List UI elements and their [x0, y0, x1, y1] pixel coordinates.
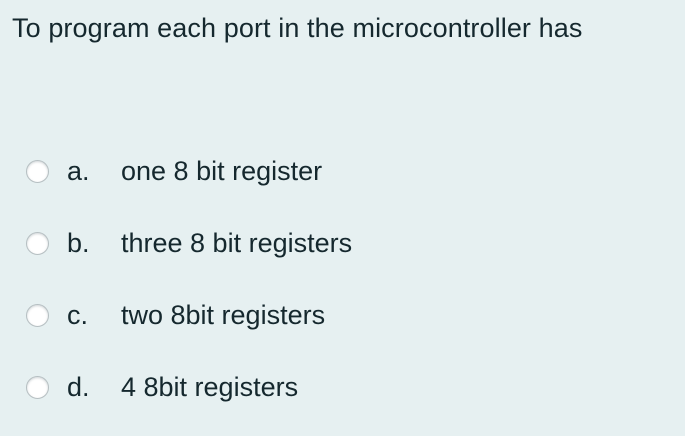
- option-letter-d: d.: [67, 372, 90, 402]
- option-letter-c: c.: [67, 300, 89, 330]
- answer-option-a[interactable]: a. one 8 bit register: [0, 148, 685, 220]
- radio-button-d-icon[interactable]: [26, 376, 49, 399]
- option-text-a[interactable]: one 8 bit register: [121, 156, 323, 186]
- radio-button-b-icon[interactable]: [26, 232, 49, 255]
- answer-option-c[interactable]: c. two 8bit registers: [0, 292, 685, 364]
- option-letter-b: b.: [67, 228, 90, 258]
- option-letter-a: a.: [67, 156, 90, 186]
- answer-options-list: a. one 8 bit register b. three 8 bit reg…: [0, 148, 685, 436]
- question-stem: To program each port in the microcontrol…: [12, 13, 583, 43]
- option-text-c[interactable]: two 8bit registers: [121, 300, 326, 330]
- radio-button-c-icon[interactable]: [26, 304, 49, 327]
- quiz-question-page: To program each port in the microcontrol…: [12, 13, 583, 402]
- option-text-b[interactable]: three 8 bit registers: [121, 228, 353, 258]
- answer-option-d[interactable]: d. 4 8bit registers: [0, 364, 685, 436]
- answer-option-b[interactable]: b. three 8 bit registers: [0, 220, 685, 292]
- option-text-d[interactable]: 4 8bit registers: [121, 372, 299, 402]
- radio-button-a-icon[interactable]: [26, 160, 49, 183]
